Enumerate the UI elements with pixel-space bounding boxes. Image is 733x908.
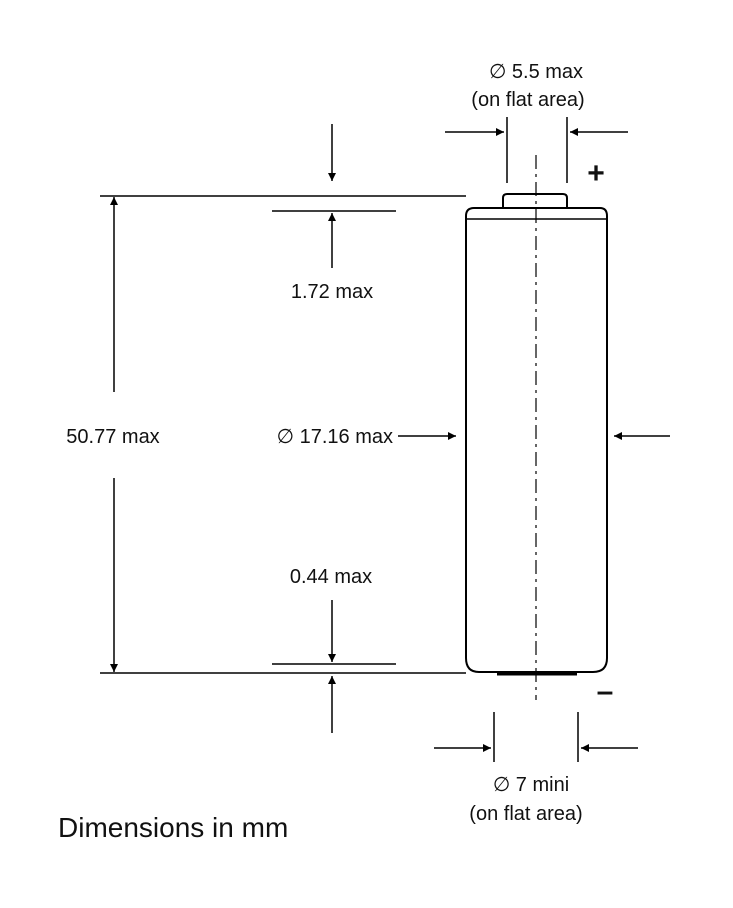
battery-body-outline <box>465 207 608 673</box>
body-diameter-label: ∅ 17.16 max <box>277 426 393 448</box>
bottom-terminal-diameter-label: ∅ 7 mini <box>493 774 569 796</box>
overall-height-dimension <box>100 195 466 674</box>
overall-height-label: 50.77 max <box>66 426 159 448</box>
positive-terminal-nub <box>502 193 568 210</box>
top-height-label: 1.72 max <box>291 281 373 303</box>
top-terminal-diameter-label: ∅ 5.5 max <box>489 61 583 83</box>
units-caption: Dimensions in mm <box>58 812 288 843</box>
top-height-dimension <box>272 124 396 268</box>
bottom-terminal-note-label: (on flat area) <box>469 803 582 825</box>
bottom-height-dimension <box>272 600 396 733</box>
top-terminal-diameter-dimension <box>445 117 628 183</box>
top-terminal-note-label: (on flat area) <box>471 89 584 111</box>
bottom-terminal-diameter-dimension <box>434 712 638 762</box>
bottom-height-label: 0.44 max <box>290 566 372 588</box>
battery-cell <box>465 155 608 700</box>
negative-sign: – <box>597 675 614 708</box>
positive-sign: + <box>587 157 605 190</box>
